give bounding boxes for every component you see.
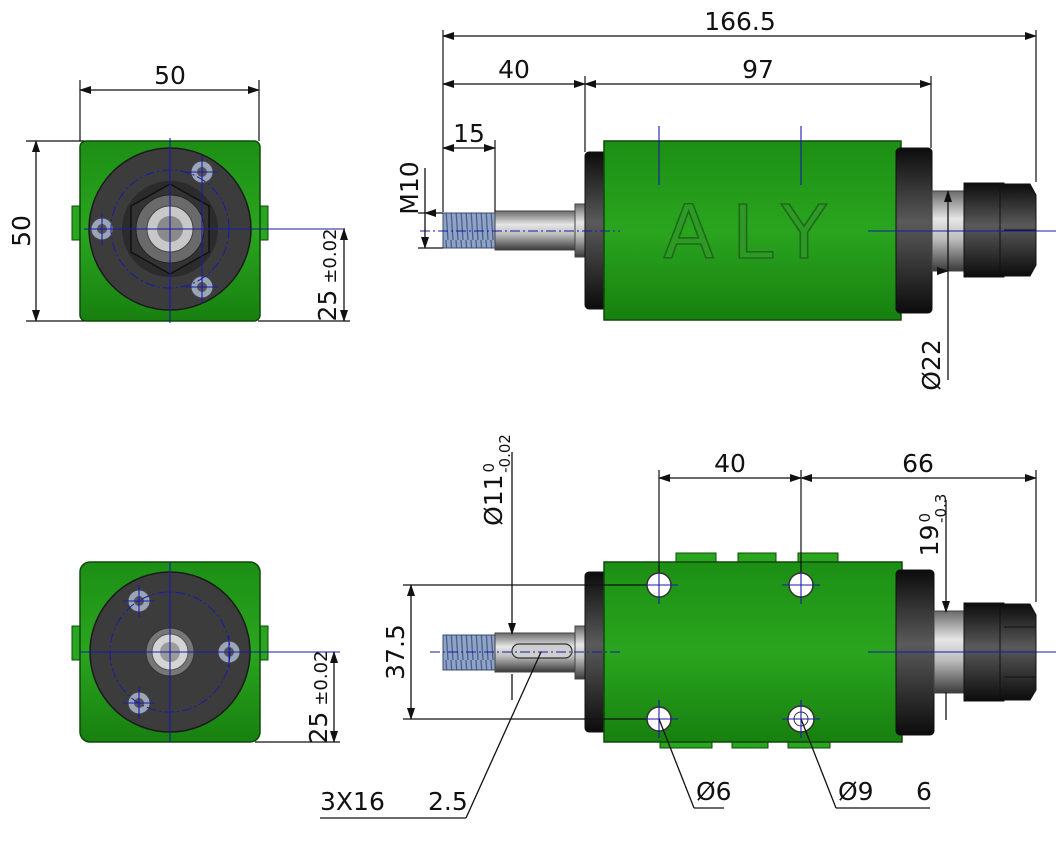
top-side-dimensions: 166.5 40 97 15 M10 Ø22 — [395, 7, 1037, 391]
dim-hole-to-end: 66 — [902, 449, 934, 478]
bottom-end-view — [71, 561, 340, 743]
dim-end-offset: 25±0.02 — [313, 229, 342, 322]
top-side-view: ALY — [420, 126, 1056, 321]
dim-shaft-dia: Ø110-0.02 — [479, 434, 514, 526]
dim-bottom-end-offset: 25±0.02 — [304, 651, 333, 744]
dim-thread-length: 15 — [453, 119, 485, 148]
dim-hole-large: Ø9 — [838, 777, 874, 806]
dim-hole-small: Ø6 — [696, 777, 732, 806]
dim-key-depth: 2.5 — [428, 787, 468, 816]
dim-end-height: 50 — [7, 215, 36, 247]
dim-thread: M10 — [395, 161, 424, 214]
dim-end-width: 50 — [154, 61, 186, 90]
dim-shaft-length: 40 — [498, 55, 530, 84]
bottom-end-dimensions: 25±0.02 — [255, 651, 340, 744]
bottom-side-dimensions: 40 66 37.5 Ø110-0.02 190-0.3 Ø6 Ø9 6 3X1… — [320, 434, 1037, 819]
dim-body-length: 97 — [742, 55, 774, 84]
dim-hole-large-depth: 6 — [916, 777, 932, 806]
top-end-dimensions: 50 50 25±0.02 — [7, 61, 350, 322]
dim-key: 3X16 — [320, 787, 385, 816]
brand-logo: ALY — [663, 190, 844, 276]
top-end-view — [71, 138, 345, 323]
bottom-side-view — [430, 552, 1056, 749]
dim-hole-spacing-y: 37.5 — [381, 624, 410, 680]
dim-overall: 166.5 — [704, 7, 776, 36]
dim-ref: 190-0.3 — [915, 494, 950, 557]
dim-hole-spacing-x: 40 — [714, 449, 746, 478]
dim-collet-dia: Ø22 — [917, 339, 946, 391]
